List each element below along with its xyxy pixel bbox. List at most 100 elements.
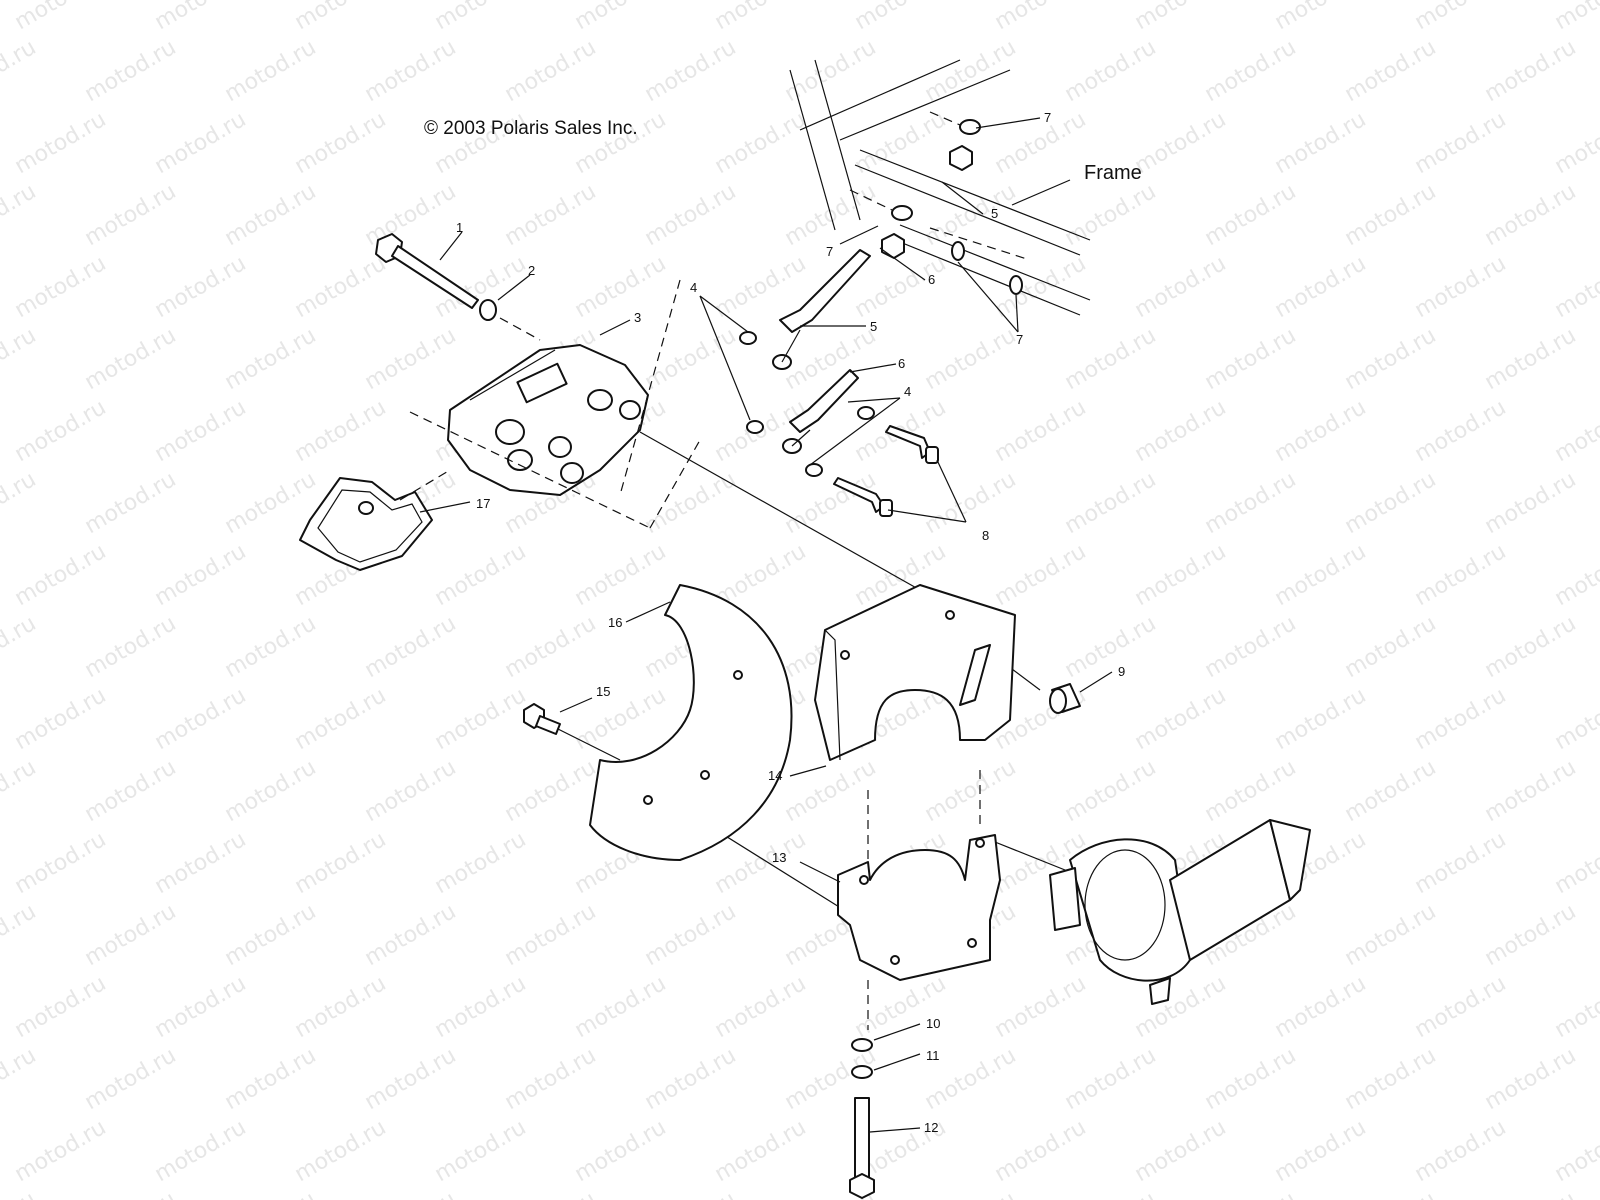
callout-7-top: 7: [1044, 110, 1051, 125]
watermark-text: motod.ru: [1131, 395, 1231, 467]
watermark-text: motod.ru: [0, 467, 40, 539]
watermark-text: motod.ru: [711, 1115, 811, 1187]
watermark-text: motod.ru: [1201, 323, 1301, 395]
watermark-text: motod.ru: [641, 35, 741, 107]
watermark-text: motod.ru: [921, 467, 1021, 539]
watermark-text: motod.ru: [151, 683, 251, 755]
watermark-text: motod.ru: [11, 683, 111, 755]
watermark-text: motod.ru: [571, 971, 671, 1043]
watermark-text: motod.ru: [1201, 1043, 1301, 1115]
lower-bracket: [837, 834, 1001, 981]
watermark-text: motod.ru: [11, 395, 111, 467]
callout-6-frame: 6: [928, 272, 935, 287]
watermark-text: motod.ru: [431, 0, 531, 35]
watermark-text: motod.ru: [1551, 971, 1600, 1043]
watermark-text: motod.ru: [991, 1115, 1091, 1187]
watermark-text: motod.ru: [81, 899, 181, 971]
watermark-text: motod.ru: [1271, 683, 1371, 755]
cover-bolt: [523, 703, 561, 735]
watermark-text: motod.ru: [501, 1043, 601, 1115]
watermark-text: motod.ru: [151, 107, 251, 179]
watermark-text: motod.ru: [501, 179, 601, 251]
watermark-text: motod.ru: [11, 107, 111, 179]
watermark-text: motod.ru: [711, 971, 811, 1043]
watermark-text: motod.ru: [501, 755, 601, 827]
watermark-text: motod.ru: [571, 251, 671, 323]
watermark-text: motod.ru: [1481, 899, 1581, 971]
watermark-text: motod.ru: [991, 539, 1091, 611]
copyright-notice: © 2003 Polaris Sales Inc.: [424, 118, 638, 139]
watermark-text: motod.ru: [361, 35, 461, 107]
watermark-text: motod.ru: [921, 323, 1021, 395]
watermark-text: motod.ru: [851, 0, 951, 35]
watermark-text: motod.ru: [151, 0, 251, 35]
watermark-text: motod.ru: [1551, 827, 1600, 899]
brake-caliper: [447, 344, 649, 496]
watermark-text: motod.ru: [0, 1187, 40, 1200]
watermark-text: motod.ru: [151, 1115, 251, 1187]
watermark-text: motod.ru: [1061, 179, 1161, 251]
watermark-text: motod.ru: [291, 251, 391, 323]
watermark-text: motod.ru: [1061, 323, 1161, 395]
callout-5-cable: 5: [870, 319, 877, 334]
watermark-text: motod.ru: [291, 971, 391, 1043]
watermark-text: motod.ru: [1411, 683, 1511, 755]
watermark-text: motod.ru: [81, 467, 181, 539]
watermark-text: motod.ru: [921, 755, 1021, 827]
watermark-text: motod.ru: [1341, 899, 1441, 971]
watermark-text: motod.ru: [1271, 971, 1371, 1043]
watermark-text: motod.ru: [991, 107, 1091, 179]
watermark-text: motod.ru: [81, 1043, 181, 1115]
callout-14: 14: [768, 768, 782, 783]
callout-7-left: 7: [826, 244, 833, 259]
callout-2: 2: [528, 263, 535, 278]
callout-8: 8: [982, 528, 989, 543]
watermark-text: motod.ru: [1341, 611, 1441, 683]
watermark-text: motod.ru: [711, 0, 811, 35]
watermark-text: motod.ru: [991, 251, 1091, 323]
watermark-text: motod.ru: [781, 35, 881, 107]
watermark-text: motod.ru: [81, 35, 181, 107]
watermark-text: motod.ru: [0, 1043, 40, 1115]
watermark-text: motod.ru: [1131, 0, 1231, 35]
watermark-text: motod.ru: [641, 1187, 741, 1200]
watermark-text: motod.ru: [641, 179, 741, 251]
caliper-bolt: [375, 233, 541, 341]
watermark-text: motod.ru: [851, 971, 951, 1043]
watermark-text: motod.ru: [1061, 1187, 1161, 1200]
watermark-text: motod.ru: [1061, 755, 1161, 827]
watermark-text: motod.ru: [221, 323, 321, 395]
watermark-text: motod.ru: [221, 1043, 321, 1115]
watermark-text: motod.ru: [1271, 539, 1371, 611]
watermark-text: motod.ru: [1411, 251, 1511, 323]
leader-lines: [419, 117, 1113, 1133]
callout-4-lower: 4: [904, 384, 911, 399]
watermark-text: motod.ru: [11, 0, 111, 35]
watermark-text: motod.ru: [1201, 755, 1301, 827]
watermark-text: motod.ru: [1201, 467, 1301, 539]
watermark-text: motod.ru: [1341, 179, 1441, 251]
watermark-text: motod.ru: [361, 1187, 461, 1200]
watermark-text: motod.ru: [1201, 611, 1301, 683]
watermark-text: motod.ru: [221, 179, 321, 251]
watermark-text: motod.ru: [291, 683, 391, 755]
watermark-text: motod.ru: [1131, 251, 1231, 323]
watermark-text: motod.ru: [81, 611, 181, 683]
watermark-text: motod.ru: [711, 107, 811, 179]
watermark-text: motod.ru: [1201, 1187, 1301, 1200]
bottom-hardware: [849, 1038, 875, 1199]
watermark-text: motod.ru: [11, 539, 111, 611]
watermark-text: motod.ru: [921, 179, 1021, 251]
watermark-text: motod.ru: [1481, 1043, 1581, 1115]
watermark-text: motod.ru: [151, 971, 251, 1043]
watermark-text: motod.ru: [1341, 323, 1441, 395]
bushing: [1049, 683, 1081, 714]
watermark-text: motod.ru: [11, 971, 111, 1043]
disc-cover: [589, 584, 793, 861]
watermark-text: motod.ru: [221, 35, 321, 107]
watermark-text: motod.ru: [1271, 395, 1371, 467]
watermark-text: motod.ru: [1411, 0, 1511, 35]
watermark-text: motod.ru: [361, 899, 461, 971]
watermark-text: motod.ru: [1411, 539, 1511, 611]
watermark-text: motod.ru: [0, 35, 40, 107]
